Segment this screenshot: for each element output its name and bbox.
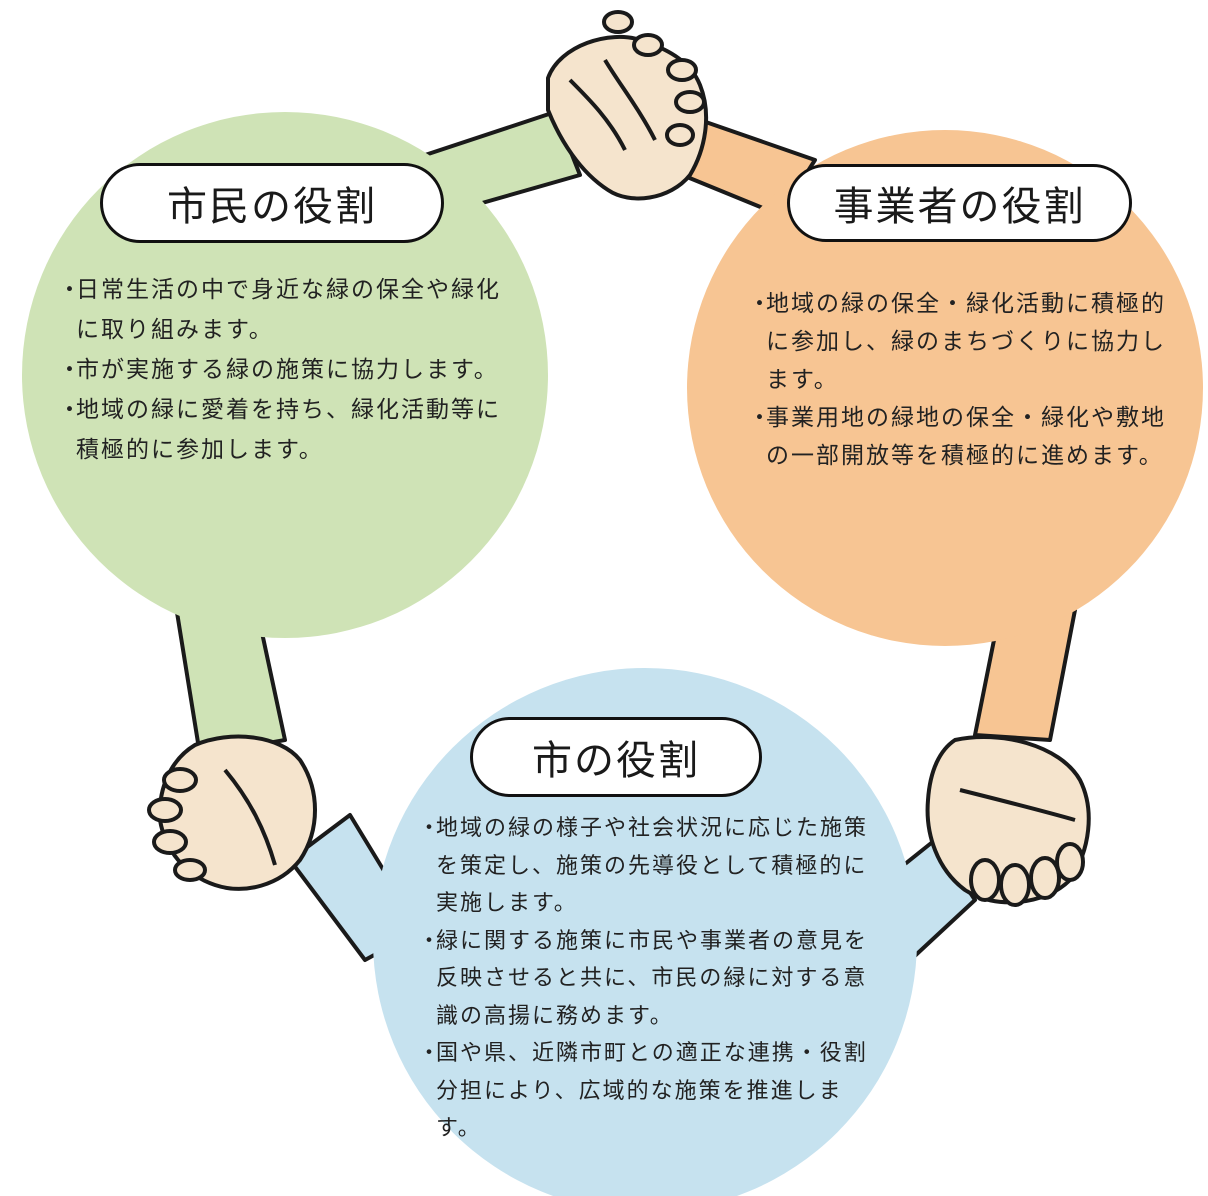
business-role-item: 地域の緑の保全・緑化活動に積極的に参加し、緑のまちづくりに協力します。 [748, 285, 1178, 399]
hands-left [147, 734, 317, 891]
city-role-list: 地域の緑の様子や社会状況に応じた施策を策定し、施策の先導役として積極的に実施しま… [418, 810, 868, 1148]
city-role-item: 地域の緑の様子や社会状況に応じた施策を策定し、施策の先導役として積極的に実施しま… [418, 810, 868, 923]
city-role-item: 国や県、近隣市町との適正な連携・役割分担により、広域的な施策を推進します。 [418, 1035, 868, 1148]
citizen-role-item: 日常生活の中で身近な緑の保全や緑化に取り組みます。 [58, 270, 503, 350]
citizen-role-title: 市民の役割 [100, 163, 444, 243]
city-role-title: 市の役割 [470, 717, 762, 797]
citizen-role-item: 市が実施する緑の施策に協力します。 [58, 350, 503, 390]
business-role-title: 事業者の役割 [787, 164, 1132, 242]
business-role-item: 事業用地の緑地の保全・緑化や敷地の一部開放等を積極的に進めます。 [748, 399, 1178, 475]
citizen-role-item: 地域の緑に愛着を持ち、緑化活動等に積極的に参加します。 [58, 390, 503, 470]
hands-right [925, 735, 1091, 907]
citizen-role-list: 日常生活の中で身近な緑の保全や緑化に取り組みます。 市が実施する緑の施策に協力し… [58, 270, 503, 470]
city-role-item: 緑に関する施策に市民や事業者の意見を反映させると共に、市民の緑に対する意識の高揚… [418, 923, 868, 1036]
hands-top [546, 10, 708, 201]
business-role-list: 地域の緑の保全・緑化活動に積極的に参加し、緑のまちづくりに協力します。 事業用地… [748, 285, 1178, 475]
